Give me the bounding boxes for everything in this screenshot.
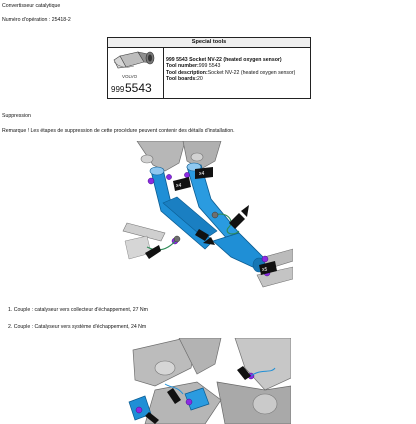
tool-image: VOLVO 999 5543 bbox=[108, 48, 164, 98]
operation-number: Numéro d'opération : 25418-2 bbox=[2, 17, 71, 23]
callout-x4-left: x4 bbox=[173, 177, 191, 191]
part-prefix: 999 bbox=[111, 85, 125, 94]
svg-text:x4: x4 bbox=[199, 171, 205, 177]
step-2: 2. Couple : Catalyseur vers système d'éc… bbox=[8, 324, 147, 330]
step-1: 1. Couple : catalyseur vers collecteur d… bbox=[8, 307, 148, 313]
special-tools-header: Special tools bbox=[108, 38, 310, 48]
remark-text: Remarque ! Les étapes de suppression de … bbox=[2, 128, 235, 134]
exhaust-system-figure bbox=[125, 338, 291, 424]
callout-x4-right: x4 bbox=[195, 167, 213, 179]
tool-name: 999 5543 Socket NV-22 (heated oxygen sen… bbox=[166, 57, 282, 63]
arrow-icon bbox=[195, 229, 215, 245]
svg-text:x4: x4 bbox=[176, 183, 182, 189]
arrow-icon bbox=[167, 388, 181, 404]
part-suffix: 5543 bbox=[125, 81, 152, 95]
tool-number-label: Tool number: bbox=[166, 63, 199, 70]
svg-text:x5: x5 bbox=[262, 267, 268, 273]
brand-label: VOLVO bbox=[122, 74, 138, 79]
tool-number-value: 999 5543 bbox=[198, 63, 221, 70]
tool-info: 999 5543 Socket NV-22 (heated oxygen sen… bbox=[166, 57, 295, 83]
arrow-icon bbox=[237, 366, 251, 380]
document-title: Convertisseur catalytique bbox=[2, 3, 61, 9]
special-tools-table: Special tools VOLVO 999 5543 999 5543 So… bbox=[107, 37, 311, 99]
arrow-icon bbox=[145, 245, 161, 259]
tool-description-label: Tool description: bbox=[166, 69, 208, 76]
catalytic-converter-figure: x4 x4 x5 bbox=[117, 141, 293, 293]
tool-description-value: Socket NV-22 (heated oxygen sensor) bbox=[207, 69, 296, 76]
tool-boards-value: 20 bbox=[197, 76, 203, 83]
socket-tool-icon: VOLVO 999 5543 bbox=[111, 51, 155, 95]
arrow-icon bbox=[229, 205, 249, 229]
section-heading: Suppression bbox=[2, 113, 31, 119]
callout-x5: x5 bbox=[259, 261, 277, 275]
tool-boards-label: Tool boards: bbox=[166, 76, 198, 83]
arrow-icon bbox=[145, 412, 159, 424]
